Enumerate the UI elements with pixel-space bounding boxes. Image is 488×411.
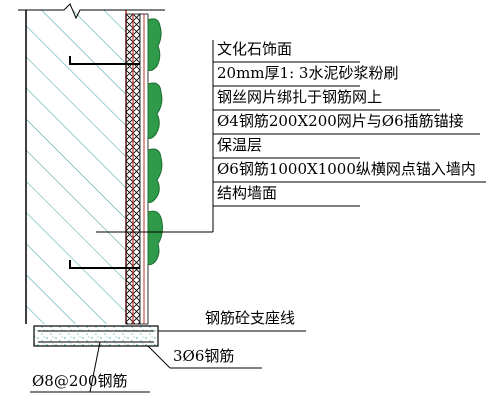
anchor-rebar-top: [69, 56, 140, 65]
label-cultured-stone: 文化石饰面: [217, 40, 292, 58]
cultured-stone-pieces: [147, 18, 163, 266]
label-cement-mortar: 20mm厚1: 3水泥砂浆粉刷: [217, 64, 398, 82]
label-support-line: 钢筋砼支座线: [205, 309, 295, 327]
label-structural-wall: 结构墙面: [217, 184, 277, 202]
leader-lines: [30, 40, 486, 393]
structural-wall: [26, 10, 126, 324]
label-rebar-mesh: Ø4钢筋200X200网片与Ø6插筋锚接: [217, 112, 464, 130]
label-anchor-rebar: Ø6钢筋1000X1000纵横网点锚入墙内: [217, 160, 476, 178]
label-wire-mesh: 钢丝网片绑扎于钢筋网上: [217, 88, 382, 106]
concrete-support-base: [33, 325, 159, 347]
anchor-rebar-bottom: [69, 260, 140, 269]
label-insulation: 保温层: [217, 136, 262, 154]
label-8-rebar: Ø8@200钢筋: [32, 372, 127, 390]
break-line: [18, 3, 165, 20]
label-3-rebar: 3Ø6钢筋: [173, 347, 234, 365]
